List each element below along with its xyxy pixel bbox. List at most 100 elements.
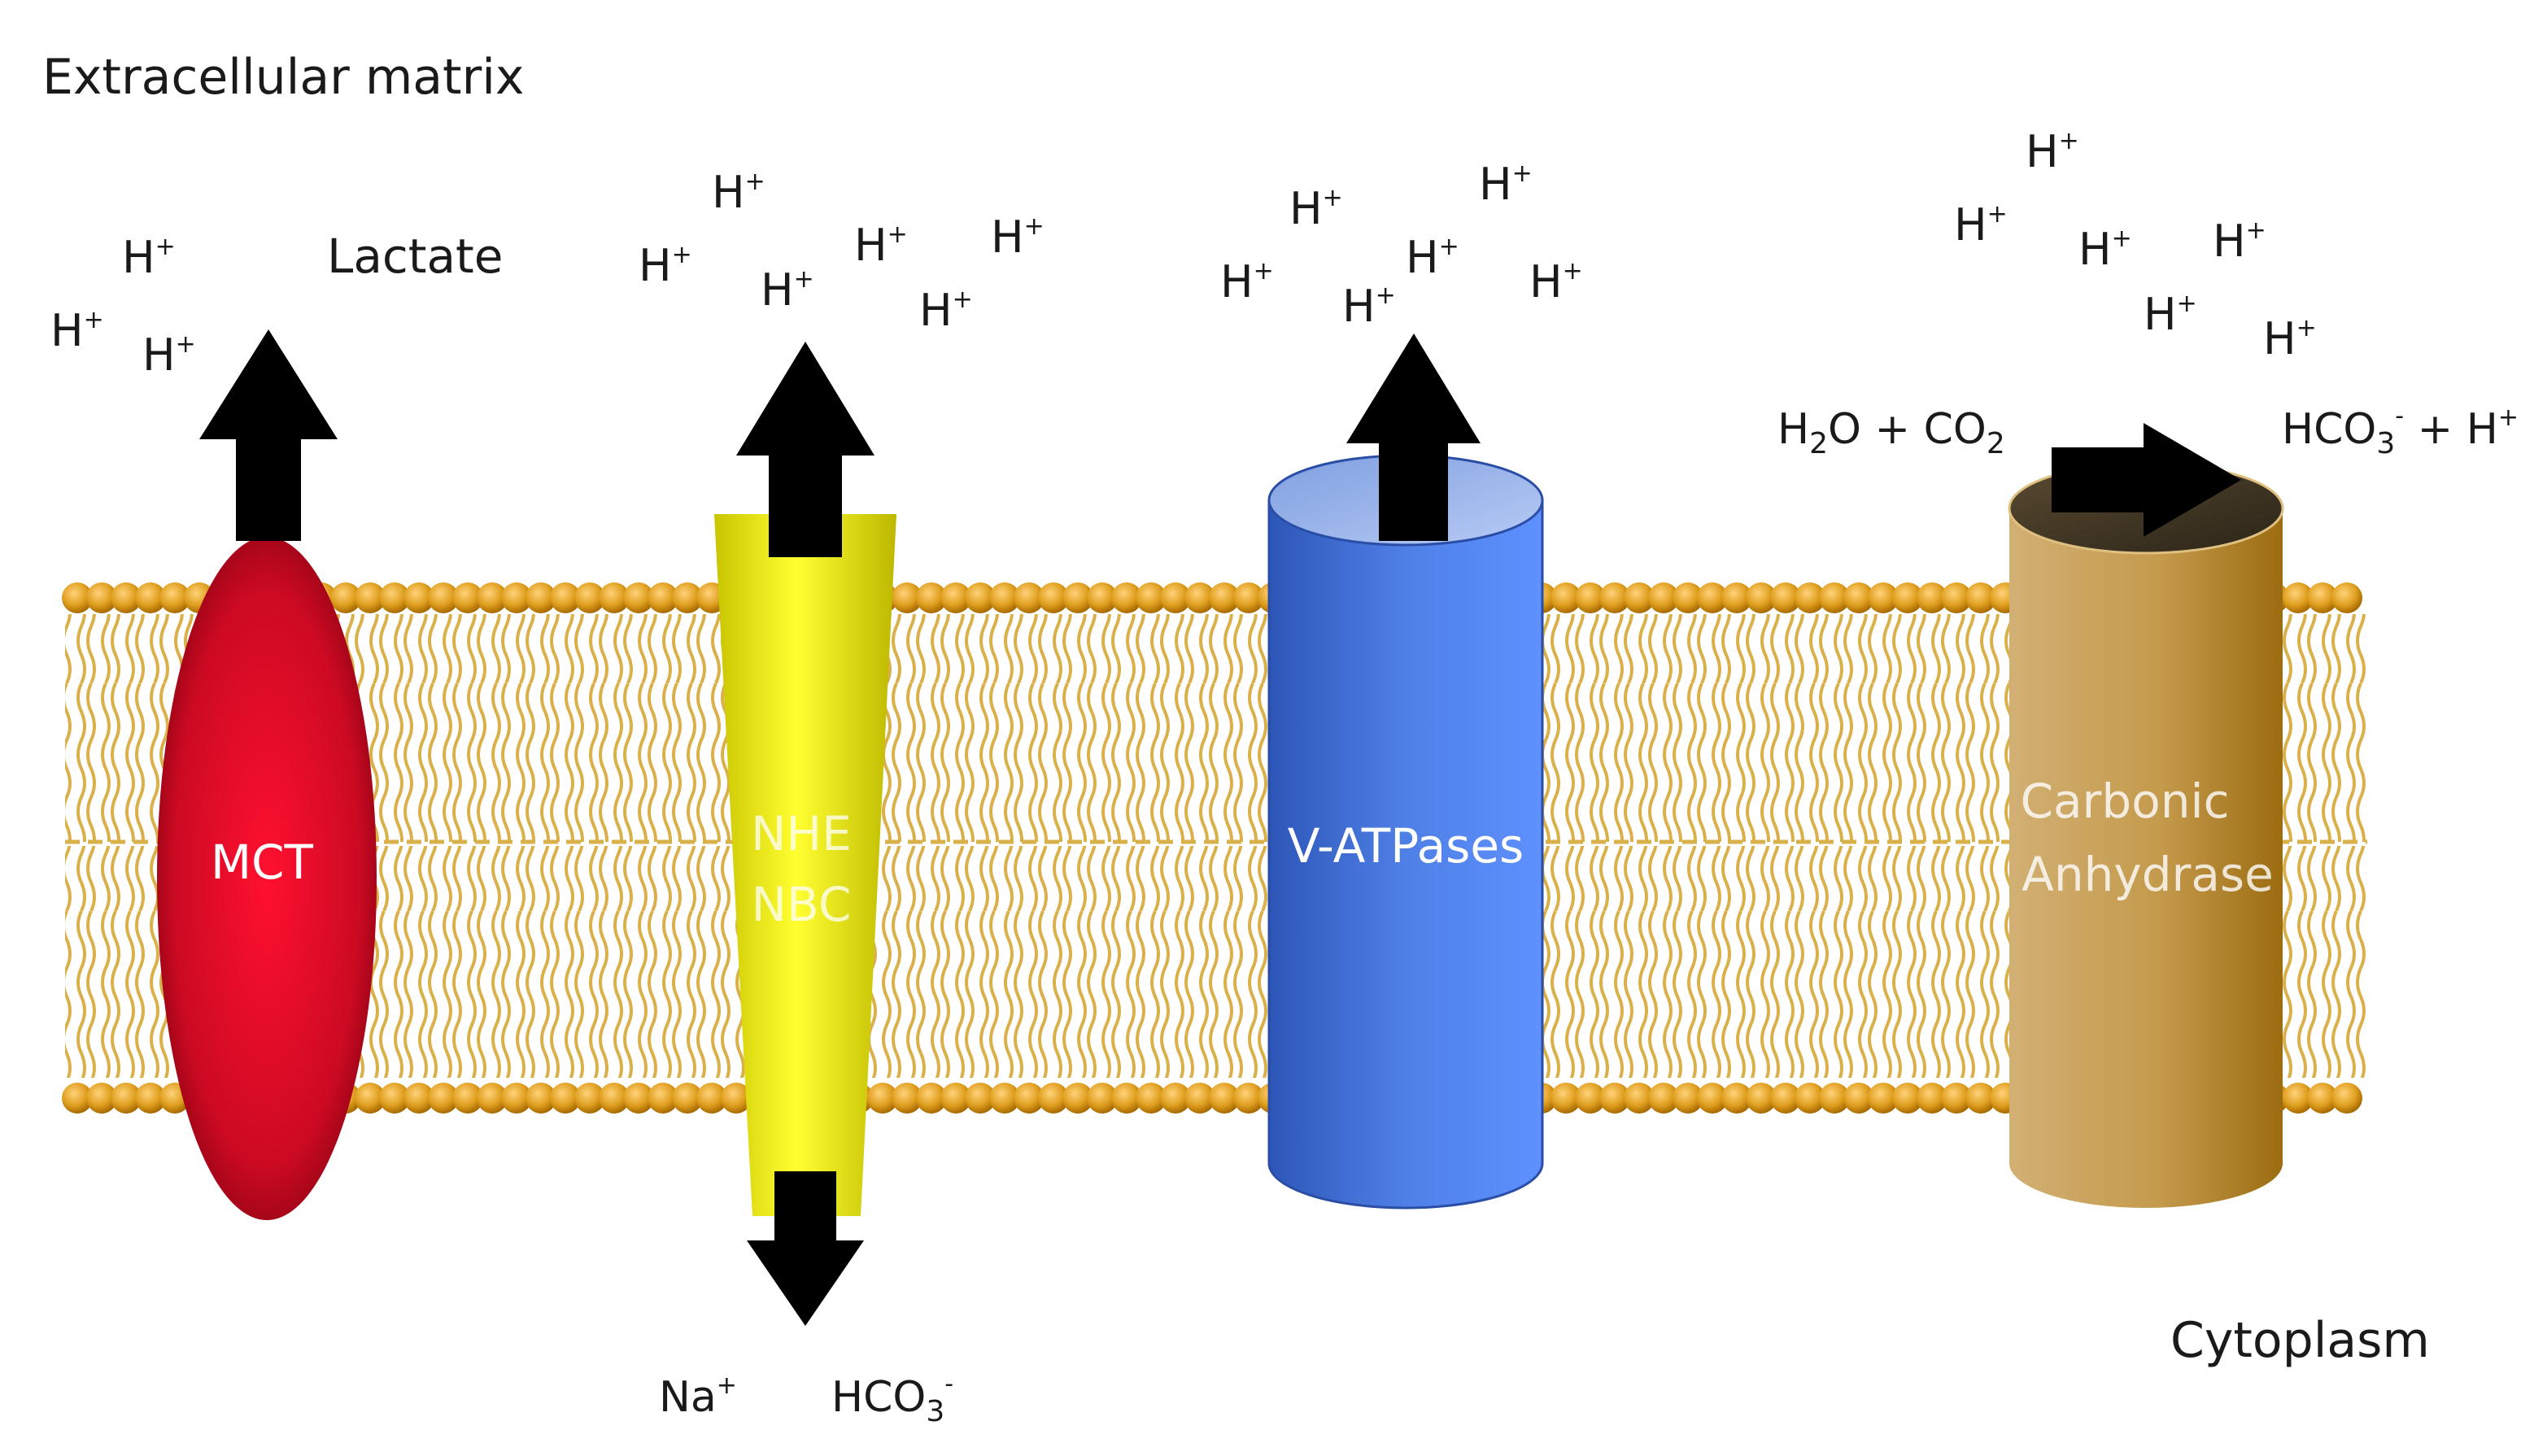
lipid-head: [648, 582, 678, 613]
lipid-head: [1648, 1083, 1679, 1114]
cytoplasm-label: Cytoplasm: [2170, 1312, 2430, 1369]
lipid-head: [574, 582, 605, 613]
lipid-head: [477, 1083, 508, 1114]
lipid-head: [403, 1083, 434, 1114]
lipid-head: [1038, 1083, 1069, 1114]
lipid-head: [892, 582, 922, 613]
lipid-head: [623, 1083, 654, 1114]
lipid-head: [550, 582, 581, 613]
nhe-arrow-down: [747, 1171, 864, 1326]
proton-label: H+: [2026, 126, 2079, 177]
lipid-head: [574, 1083, 605, 1114]
nbc-label: NBC: [752, 877, 852, 932]
lipid-head: [355, 582, 386, 613]
lipid-head: [989, 1083, 1020, 1114]
proton-label: H+: [1406, 232, 1459, 283]
lipid-head: [526, 1083, 556, 1114]
lipid-head: [965, 582, 996, 613]
lipid-head: [1892, 1083, 1923, 1114]
lipid-head: [111, 1083, 142, 1114]
lipid-head: [2307, 1083, 2338, 1114]
lipid-head: [672, 582, 703, 613]
v-atpase-label: V-ATPases: [1288, 818, 1524, 874]
lipid-head: [135, 1083, 166, 1114]
lipid-head: [989, 582, 1020, 613]
proton-label: H+: [991, 211, 1045, 263]
lipid-head: [1917, 582, 1947, 613]
lipid-head: [403, 582, 434, 613]
lipid-head: [965, 1083, 996, 1114]
lipid-head: [623, 582, 654, 613]
proton-label: H+: [50, 305, 104, 356]
lipid-head: [1550, 1083, 1581, 1114]
proton-label: H+: [919, 285, 973, 336]
lipid-head: [2331, 1083, 2362, 1114]
lipid-head: [1184, 1083, 1215, 1114]
nhe-label: NHE: [751, 806, 852, 861]
lipid-head: [1209, 582, 1240, 613]
lipid-head: [599, 582, 630, 613]
lipid-head: [1111, 582, 1142, 613]
proton-label: H+: [2078, 224, 2132, 275]
lipid-head: [867, 1083, 898, 1114]
mct-transporter: MCT: [157, 537, 377, 1220]
lipid-head: [1795, 1083, 1825, 1114]
lipid-head: [1673, 1083, 1703, 1114]
lipid-head: [501, 1083, 532, 1114]
lipid-head: [1014, 1083, 1045, 1114]
lipid-head: [599, 1083, 630, 1114]
lipid-head: [1062, 582, 1093, 613]
lipid-head: [1819, 582, 1850, 613]
lipid-head: [1038, 582, 1069, 613]
lipid-head: [1575, 582, 1606, 613]
carbonic-label-line1: Carbonic: [2021, 774, 2230, 829]
proton-label: H+: [1529, 256, 1583, 307]
lipid-head: [1111, 1083, 1142, 1114]
proton-label: H+: [1342, 281, 1396, 332]
lipid-head: [2283, 582, 2314, 613]
proton-label: H+: [142, 329, 196, 381]
reaction-products: HCO3- + H+: [2282, 402, 2519, 460]
lipid-head: [1697, 582, 1728, 613]
proton-label: H+: [712, 167, 765, 218]
lipid-head: [1746, 1083, 1777, 1114]
lipid-head: [1160, 582, 1191, 613]
lipid-head: [1941, 1083, 1972, 1114]
lipid-head: [1062, 1083, 1093, 1114]
proton-label: H+: [2144, 289, 2197, 340]
proton-label: H+: [639, 240, 692, 291]
bicarbonate-ion-label: HCO3-: [831, 1370, 953, 1428]
proton-label: H+: [761, 264, 814, 316]
lipid-head: [721, 1083, 752, 1114]
lipid-head: [940, 1083, 971, 1114]
lipid-head: [1941, 582, 1972, 613]
lipid-head: [379, 582, 410, 613]
lipid-head: [892, 1083, 922, 1114]
lipid-head: [1673, 582, 1703, 613]
lipid-head: [2283, 1083, 2314, 1114]
lipid-head: [1648, 582, 1679, 613]
lipid-tails-upper: [65, 614, 2367, 842]
lipid-head: [696, 1083, 727, 1114]
lipid-head: [1184, 582, 1215, 613]
lipid-head: [1209, 1083, 1240, 1114]
proton-label: H+: [2263, 313, 2317, 364]
lipid-head: [1160, 1083, 1191, 1114]
lipid-head: [2307, 582, 2338, 613]
lipid-head: [1233, 582, 1264, 613]
lipid-head: [428, 1083, 459, 1114]
lipid-head: [1868, 582, 1899, 613]
lipid-head: [550, 1083, 581, 1114]
nhe-arrow-up: [736, 342, 874, 557]
lipid-head: [62, 1083, 93, 1114]
proton-label: H+: [1479, 159, 1533, 210]
lipid-head: [330, 582, 361, 613]
lipid-head: [526, 582, 556, 613]
lipid-head: [355, 1083, 386, 1114]
proton-label: H+: [854, 220, 908, 271]
lipid-head: [916, 1083, 947, 1114]
lipid-head: [1575, 1083, 1606, 1114]
reaction-reactants: H2O + CO2: [1777, 405, 2005, 460]
lipid-tails-lower: [65, 846, 2367, 1078]
